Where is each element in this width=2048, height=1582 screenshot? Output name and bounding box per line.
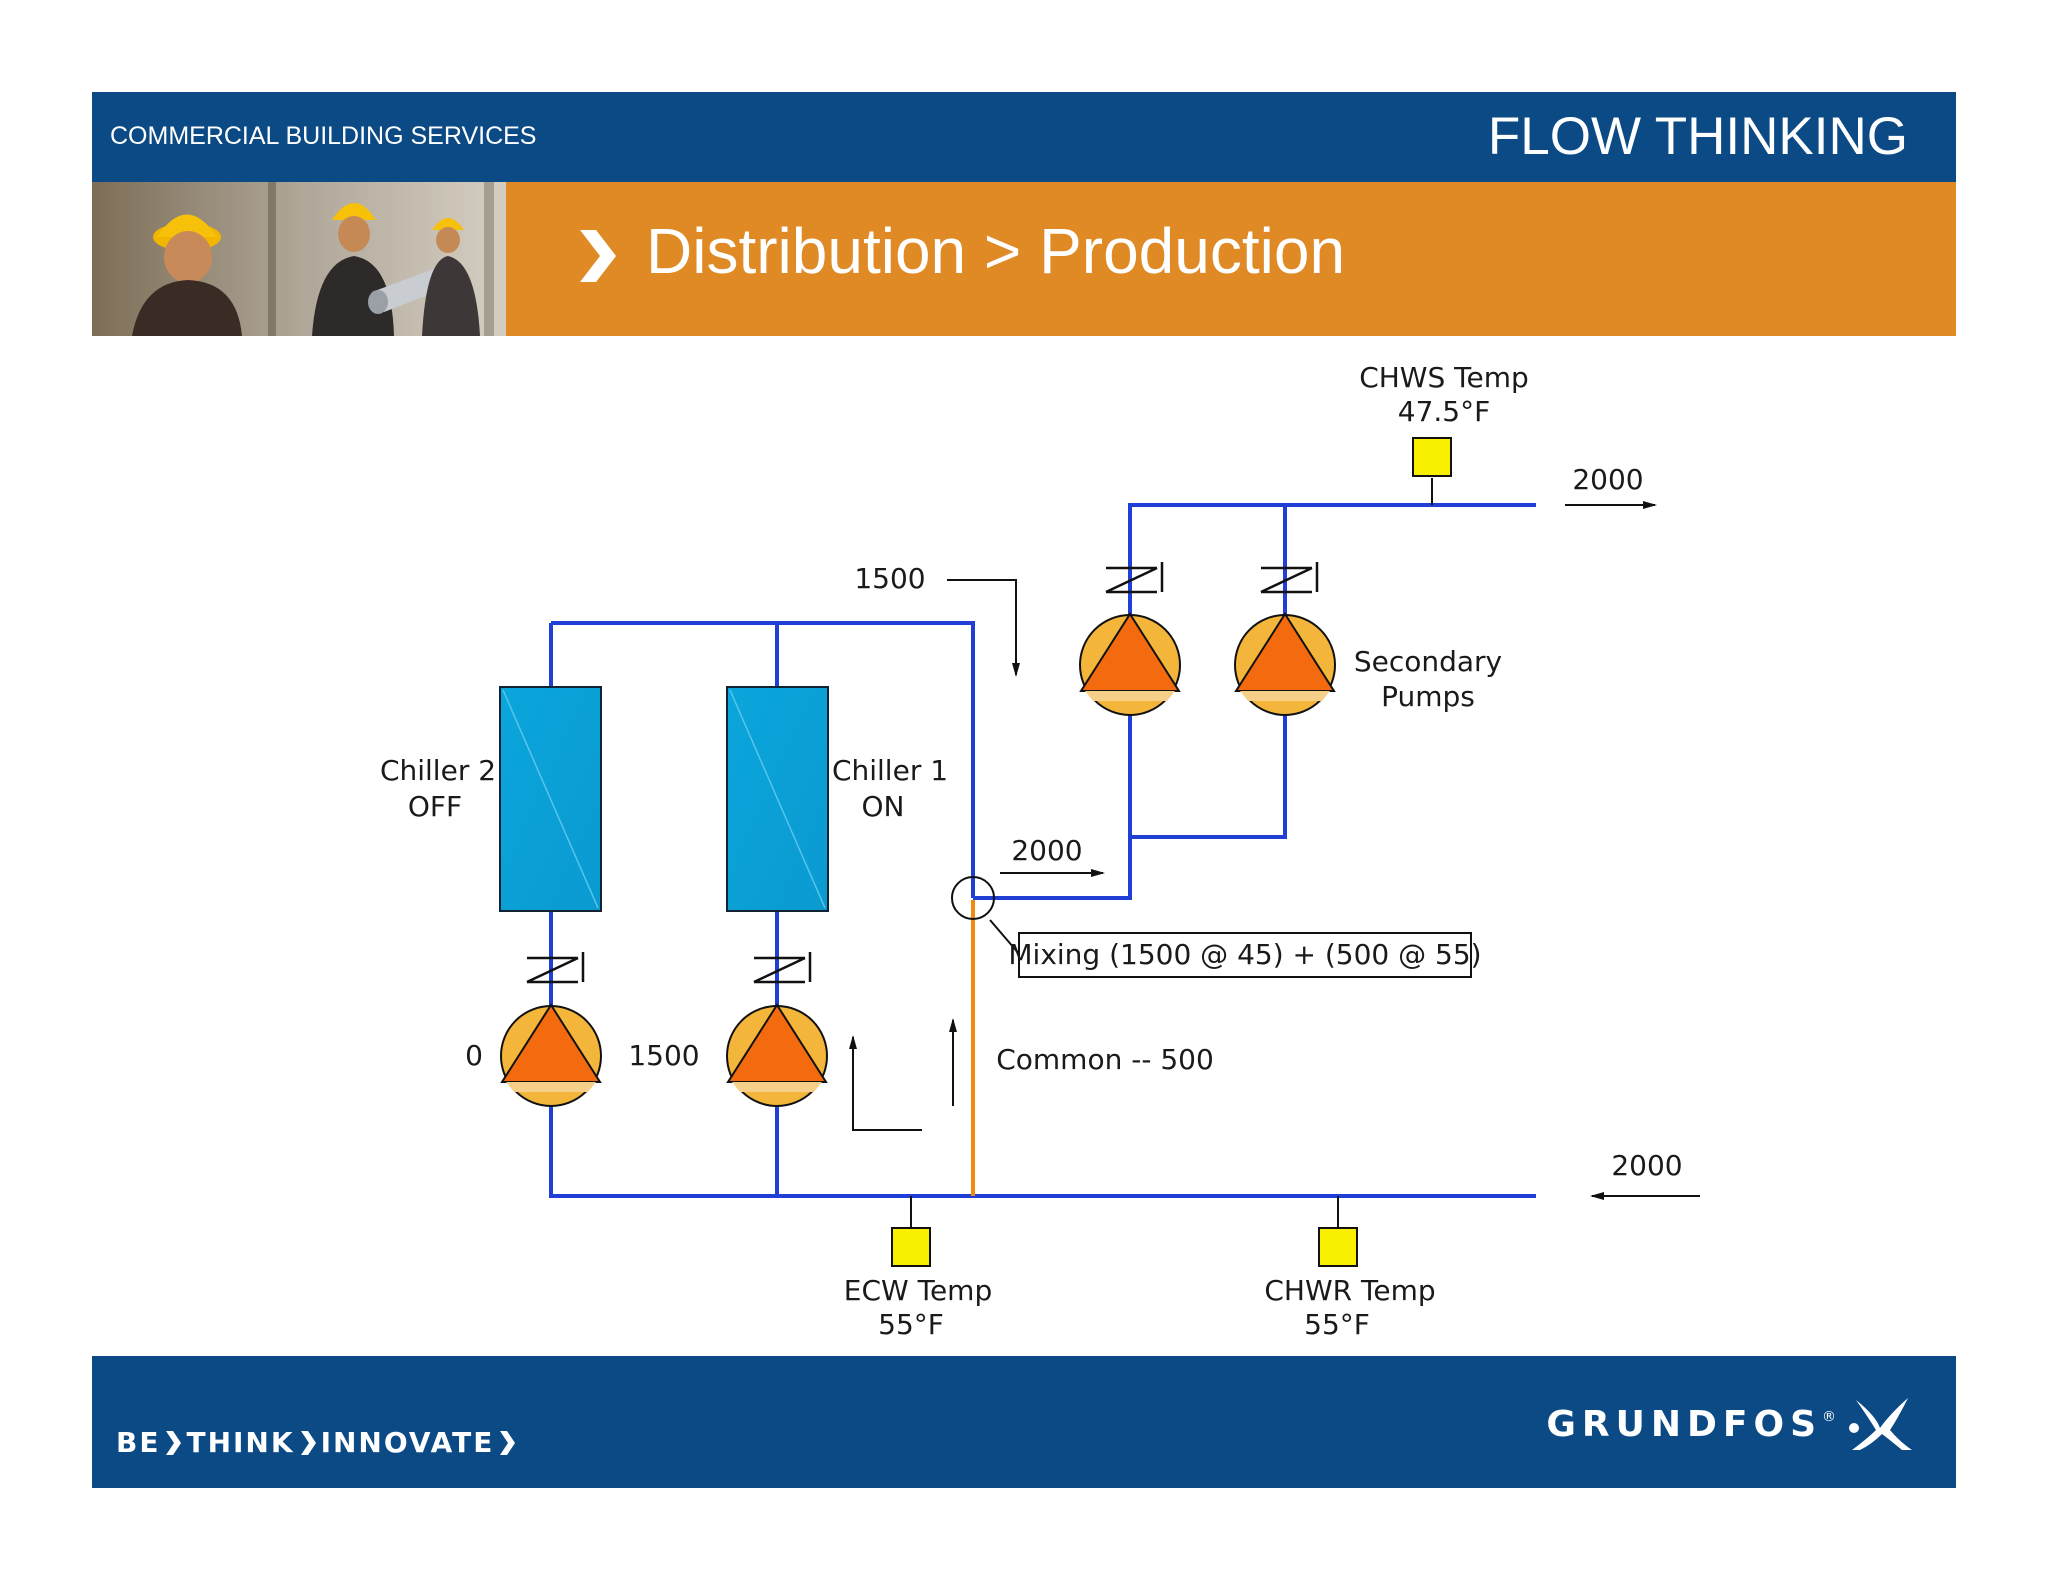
chevron-right-icon xyxy=(580,230,616,282)
ecw-temp-sensor-icon xyxy=(891,1196,931,1267)
primary-pump-chiller-2-icon xyxy=(500,1003,602,1107)
pump-flow-chiller-2: 0 xyxy=(465,1039,483,1072)
chiller-2-name: Chiller 2 xyxy=(380,754,496,787)
chevron-right-icon xyxy=(500,1430,516,1455)
tagline-be: BE xyxy=(116,1426,161,1459)
chevron-right-icon xyxy=(300,1430,316,1455)
chwr-temp-value: 55°F xyxy=(1304,1308,1370,1341)
return-flow-label: 2000 xyxy=(1611,1149,1682,1182)
division-label: COMMERCIAL BUILDING SERVICES xyxy=(110,122,537,150)
chevron-right-icon xyxy=(166,1430,182,1455)
workers-photo xyxy=(92,182,506,336)
flow-arrow-pump-return xyxy=(849,1035,922,1131)
flow-arrow-1500 xyxy=(947,579,1020,677)
header-band: COMMERCIAL BUILDING SERVICES FLOW THINKI… xyxy=(92,92,1956,182)
secondary-pump-2-icon xyxy=(1234,612,1336,716)
ecw-temp-label: ECW Temp xyxy=(844,1274,992,1307)
chiller-2-state: OFF xyxy=(408,790,462,823)
ecw-temp-value: 55°F xyxy=(878,1308,944,1341)
common-flow-label: Common -- 500 xyxy=(996,1043,1214,1076)
page-title: Distribution > Production xyxy=(646,215,1346,287)
pump-flow-chiller-1: 1500 xyxy=(628,1039,699,1072)
chiller-1-state: ON xyxy=(862,790,905,823)
chiller-1-unit xyxy=(726,686,829,912)
mixing-callout-box xyxy=(1018,932,1472,978)
chws-temp-label: CHWS Temp xyxy=(1359,361,1529,394)
check-valve-icon xyxy=(526,952,585,984)
mixing-point-marker xyxy=(951,876,995,920)
tagline: BE THINK INNOVATE xyxy=(116,1426,520,1459)
registered-mark: ® xyxy=(1822,1409,1836,1425)
slogan-flow-thinking: FLOW THINKING xyxy=(1487,107,1908,166)
secondary-pumps-label-line1: Secondary xyxy=(1354,645,1502,678)
check-valve-icon xyxy=(1105,562,1164,594)
check-valve-icon xyxy=(753,952,812,984)
tagline-think: THINK xyxy=(186,1426,295,1459)
tagline-innovate: INNOVATE xyxy=(320,1426,495,1459)
footer-band: BE THINK INNOVATE GRUNDFOS ® xyxy=(92,1356,1956,1488)
brand-wordmark: GRUNDFOS xyxy=(1546,1403,1822,1445)
chws-temp-sensor-icon xyxy=(1412,437,1452,505)
chws-temp-value: 47.5°F xyxy=(1398,395,1490,428)
flow-1500-top-label: 1500 xyxy=(854,562,925,595)
title-band: Distribution > Production xyxy=(92,182,1956,336)
grundfos-logo: GRUNDFOS ® xyxy=(1546,1394,1916,1454)
mid-flow-label: 2000 xyxy=(1011,834,1082,867)
grundfos-man-icon xyxy=(1849,1398,1912,1450)
secondary-pump-1-icon xyxy=(1079,612,1181,716)
supply-flow-label: 2000 xyxy=(1572,463,1643,496)
primary-pump-chiller-1-icon xyxy=(726,1003,828,1107)
check-valve-icon xyxy=(1260,562,1319,594)
chiller-2-unit xyxy=(499,686,602,912)
chwr-temp-label: CHWR Temp xyxy=(1264,1274,1435,1307)
secondary-pumps-label-line2: Pumps xyxy=(1381,680,1475,713)
chwr-temp-sensor-icon xyxy=(1318,1196,1358,1267)
mixing-label: Mixing (1500 @ 45) + (500 @ 55) xyxy=(1008,938,1481,971)
chiller-1-name: Chiller 1 xyxy=(832,754,948,787)
